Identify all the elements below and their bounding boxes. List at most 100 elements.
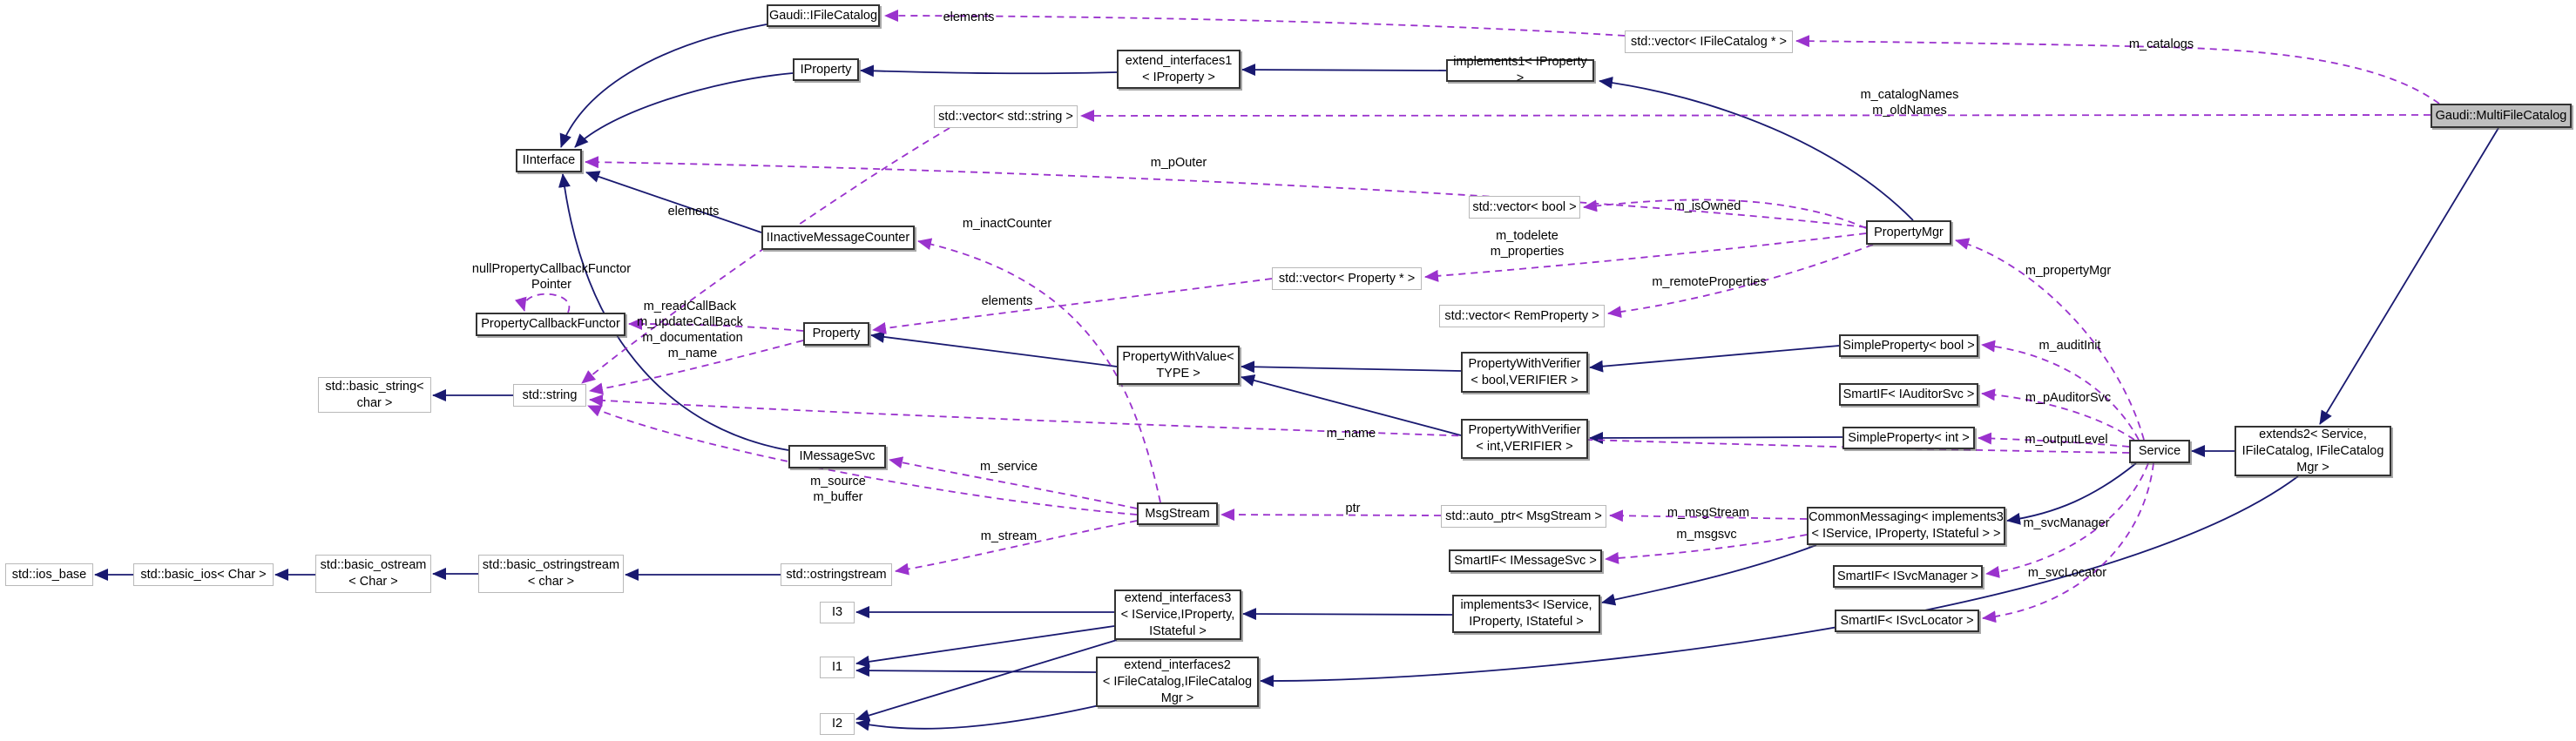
node-extends2[interactable]: extends2< Service, IFileCatalog, IFileCa… — [2235, 426, 2391, 476]
node-extend-interfaces1[interactable]: extend_interfaces1 < IProperty > — [1117, 50, 1241, 89]
node-std-string: std::string — [513, 384, 586, 407]
node-iinterface[interactable]: IInterface — [516, 149, 582, 172]
edge-label-mfc-vecstring: m_catalogNames m_oldNames — [1860, 88, 1959, 118]
edge-propertymgr-vecremprop — [1607, 244, 1874, 319]
edge-implements1-ei1 — [1241, 64, 1447, 77]
node-vector-string: std::vector< std::string > — [934, 105, 1078, 128]
node-ios-base: std::ios_base — [5, 563, 93, 586]
edge-ei3-i1 — [855, 625, 1115, 668]
node-gaudi-ifilecatalog[interactable]: Gaudi::IFileCatalog — [767, 4, 880, 27]
edge-label-msgstream-iimc: m_inactCounter — [962, 217, 1052, 231]
edge-msgstream-ostringstream — [895, 520, 1138, 576]
edge-label-msgstream-imessagesvc: m_service — [979, 460, 1038, 474]
edge-service-propertymgr — [1955, 238, 2145, 441]
edge-msgstream-iimc — [917, 238, 1161, 503]
edge-implements3-ei3 — [1242, 608, 1453, 621]
node-multifilecatalog[interactable]: Gaudi::MultiFileCatalog — [2431, 104, 2572, 128]
edge-label-vecifc-ifc: elements — [943, 10, 995, 24]
node-vector-ifilecatalog: std::vector< IFileCatalog * > — [1625, 30, 1793, 53]
edge-vecifc-ifc — [884, 10, 1626, 37]
edge-label-propertymgr-iinterface: m_pOuter — [1150, 156, 1207, 170]
node-iproperty[interactable]: IProperty — [793, 58, 859, 81]
edge-label-cm-smartifmsgsvc: m_msgsvc — [1676, 528, 1737, 542]
edge-msgstream-stdstring — [587, 405, 1138, 515]
node-simpleproperty-bool[interactable]: SimpleProperty< bool > — [1839, 334, 1978, 357]
node-propertycallbackfunctor[interactable]: PropertyCallbackFunctor — [476, 313, 625, 336]
node-smartif-isvcmanager[interactable]: SmartIF< ISvcManager > — [1833, 565, 1983, 588]
edge-ei1-iproperty — [860, 64, 1118, 77]
node-msgstream[interactable]: MsgStream — [1137, 502, 1218, 525]
edge-iproperty-iinterface — [574, 72, 794, 148]
edge-service-smartifauditor — [1981, 388, 2135, 441]
edge-property-stdstring — [589, 340, 804, 395]
edge-label-vecstring-stdstring: elements — [667, 205, 720, 219]
edge-label-service-smartifauditor: m_pAuditorSvc — [2025, 391, 2112, 405]
edge-ifilecatalog-iinterface — [559, 24, 767, 148]
edge-cm-smartifmsgsvc — [1605, 534, 1808, 564]
edge-ei3-i2 — [855, 639, 1118, 722]
edge-cm-autoptr — [1609, 509, 1808, 522]
edge-propertymgr-vecbool — [1583, 199, 1867, 229]
edge-pwv-property — [870, 330, 1118, 367]
node-basic-ostringstream: std::basic_ostringstream < char > — [478, 555, 624, 593]
edge-propertymgr-implements1 — [1599, 77, 1914, 221]
node-service[interactable]: Service — [2129, 440, 2190, 463]
node-smartif-isvclocator[interactable]: SmartIF< ISvcLocator > — [1835, 610, 1979, 632]
edge-service-smartifsvcmgr — [1985, 462, 2149, 578]
node-iinactivemessagecounter[interactable]: IInactiveMessageCounter — [761, 226, 915, 250]
edge-ei2-i2 — [855, 704, 1100, 731]
node-property[interactable]: Property — [803, 322, 869, 346]
node-extend-interfaces2[interactable]: extend_interfaces2 < IFileCatalog,IFileC… — [1096, 657, 1259, 707]
node-ostringstream: std::ostringstream — [781, 563, 892, 586]
edge-label-property-stdstring: m_documentation m_name — [642, 331, 743, 360]
edge-spint-pwvint — [1589, 431, 1843, 444]
edge-mfc-vecifc — [1795, 35, 2440, 104]
edge-label-service-smartifsvcloc: m_svcLocator — [2027, 566, 2107, 580]
node-commonmessaging[interactable]: CommonMessaging< implements3 < IService,… — [1807, 507, 2005, 545]
node-vector-bool: std::vector< bool > — [1469, 196, 1580, 219]
node-smartif-iauditorsvc[interactable]: SmartIF< IAuditorSvc > — [1839, 383, 1978, 406]
node-basic-ostream: std::basic_ostream < Char > — [315, 555, 431, 593]
edge-property-pcf — [628, 318, 804, 332]
edge-label-msgstream-stdstring: m_source m_buffer — [810, 475, 866, 504]
edge-label-propertymgr-vecproperty: m_todelete m_properties — [1490, 229, 1565, 259]
edge-service-spint — [1978, 432, 2130, 448]
node-propertywithvalue[interactable]: PropertyWithValue< TYPE > — [1117, 346, 1240, 385]
node-simpleproperty-int[interactable]: SimpleProperty< int > — [1842, 427, 1975, 449]
edge-pcf-selfloop — [515, 293, 571, 313]
edge-label-service-spbool: m_auditInit — [2038, 339, 2101, 353]
node-implements3[interactable]: implements3< IService, IProperty, IState… — [1452, 595, 1600, 633]
node-imessagesvc[interactable]: IMessageSvc — [788, 445, 886, 468]
edge-mfc-extends2 — [2319, 127, 2499, 425]
node-vector-remproperty: std::vector< RemProperty > — [1439, 305, 1605, 327]
edge-service-smartifsvcloc — [1982, 462, 2154, 623]
node-basic-string: std::basic_string< char > — [318, 377, 431, 413]
node-pwv-int[interactable]: PropertyWithVerifier < int,VERIFIER > — [1461, 419, 1588, 459]
edge-label-mfc-vecifc: m_catalogs — [2128, 37, 2194, 51]
edge-label-service-smartifsvcmgr: m_svcManager — [2023, 516, 2110, 530]
edge-label-propertymgr-vecremprop: m_remoteProperties — [1652, 275, 1767, 289]
edge-pwvbool-pwv — [1241, 360, 1462, 374]
edge-pwvint-pwv — [1241, 374, 1462, 436]
edge-cm-implements3 — [1601, 544, 1817, 606]
edge-label-cm-autoptr: m_msgStream — [1667, 506, 1750, 520]
node-pwv-bool[interactable]: PropertyWithVerifier < bool,VERIFIER > — [1461, 352, 1588, 393]
edge-label-msgstream-ostringstream: m_stream — [980, 529, 1038, 543]
edge-vecstring-stdstring — [581, 127, 950, 384]
node-vector-property: std::vector< Property * > — [1272, 267, 1422, 290]
node-extend-interfaces3[interactable]: extend_interfaces3 < IService,IProperty,… — [1114, 589, 1241, 640]
edge-label-propertymgr-vecbool: m_isOwned — [1673, 199, 1741, 213]
edge-label-service-propertymgr: m_propertyMgr — [2025, 264, 2112, 278]
node-propertymgr[interactable]: PropertyMgr — [1866, 220, 1951, 245]
edge-propertymgr-iinterface — [585, 156, 1867, 228]
node-smartif-imessagesvc[interactable]: SmartIF< IMessageSvc > — [1449, 549, 1602, 572]
edge-vecproperty-property — [872, 278, 1273, 334]
node-i1: I1 — [820, 657, 855, 678]
edge-msgstream-imessagesvc — [889, 456, 1138, 509]
node-implements1[interactable]: implements1< IProperty > — [1446, 55, 1594, 85]
edge-propertymgr-vecproperty — [1424, 232, 1867, 282]
edge-spbool-pwvbool — [1589, 345, 1840, 373]
edge-label-pcf-selfloop: nullPropertyCallbackFunctor Pointer — [471, 262, 632, 292]
